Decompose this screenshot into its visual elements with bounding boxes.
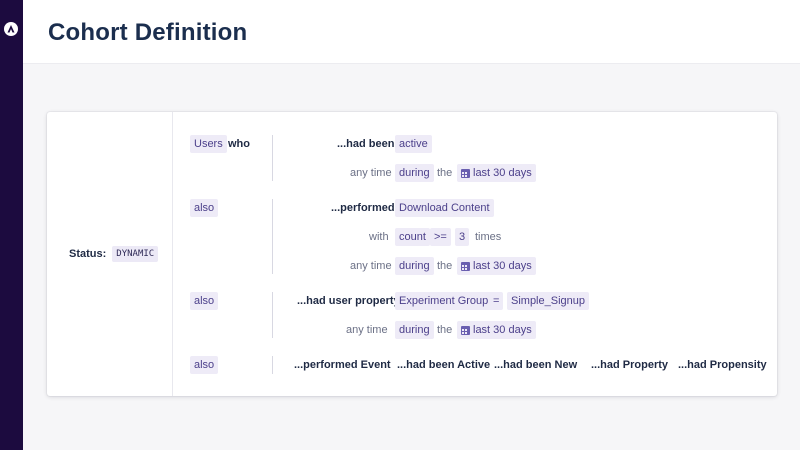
clause2-count-chip[interactable]: 3 bbox=[455, 228, 470, 246]
clause-divider bbox=[272, 135, 273, 181]
clause2-time-prefix: any time bbox=[350, 260, 392, 272]
clause3-time-range-chip[interactable]: last 30 days bbox=[457, 321, 536, 339]
clause1-time-prefix: any time bbox=[350, 167, 392, 179]
clause2-time-op-chip[interactable]: during bbox=[395, 257, 434, 275]
clause-divider bbox=[272, 292, 273, 338]
clause2-connector-chip[interactable]: also bbox=[190, 199, 219, 217]
who-label: who bbox=[228, 138, 250, 150]
clause-divider bbox=[272, 199, 273, 274]
clause2-with: with bbox=[369, 231, 389, 243]
option-had-property[interactable]: ...had Property bbox=[591, 359, 669, 371]
clause1-value-chip[interactable]: active bbox=[395, 135, 432, 153]
clause3-property-chip[interactable]: Experiment Group bbox=[395, 292, 493, 310]
option-performed-event[interactable]: ...performed Event bbox=[294, 359, 391, 371]
clause2-unit: times bbox=[475, 231, 502, 243]
clause1-the: the bbox=[437, 167, 453, 179]
clause1-verb: ...had been bbox=[337, 138, 395, 150]
calendar-icon bbox=[461, 261, 470, 271]
clause2-metric-chip[interactable]: count bbox=[395, 228, 430, 246]
status-label: Status: bbox=[69, 248, 107, 260]
page-header: Cohort Definition bbox=[23, 0, 800, 64]
clause4-connector-chip[interactable]: also bbox=[190, 356, 219, 374]
clause2-the: the bbox=[437, 260, 453, 272]
clause-divider bbox=[272, 356, 273, 374]
calendar-icon bbox=[461, 325, 470, 335]
clause3-connector-chip[interactable]: also bbox=[190, 292, 219, 310]
clause3-verb: ...had user property bbox=[297, 295, 400, 307]
clause2-operator-chip[interactable]: >= bbox=[430, 228, 451, 246]
clause3-time-op-chip[interactable]: during bbox=[395, 321, 434, 339]
clause2-event-chip[interactable]: Download Content bbox=[395, 199, 494, 217]
clause2-time-range-chip[interactable]: last 30 days bbox=[457, 257, 536, 275]
clause3-operator-chip[interactable]: = bbox=[489, 292, 504, 310]
clause1-time-op-chip[interactable]: during bbox=[395, 164, 434, 182]
option-had-been-new[interactable]: ...had been New bbox=[494, 359, 578, 371]
calendar-icon bbox=[461, 168, 470, 178]
clause3-time-prefix: any time bbox=[346, 324, 388, 336]
left-rail bbox=[0, 0, 23, 450]
clause2-verb: ...performed bbox=[331, 202, 395, 214]
page-title: Cohort Definition bbox=[48, 19, 248, 46]
clause2-time-range: last 30 days bbox=[473, 260, 532, 272]
cohort-card: Status: DYNAMIC Users who ...had been ac… bbox=[47, 112, 777, 396]
clause1-time-range-chip[interactable]: last 30 days bbox=[457, 164, 536, 182]
option-had-propensity[interactable]: ...had Propensity bbox=[678, 359, 767, 371]
subject-chip[interactable]: Users bbox=[190, 135, 227, 153]
status-column: Status: DYNAMIC bbox=[47, 112, 173, 396]
app-logo-icon[interactable] bbox=[4, 22, 18, 36]
status-badge: DYNAMIC bbox=[112, 246, 159, 262]
clause3-time-range: last 30 days bbox=[473, 324, 532, 336]
clause1-time-range: last 30 days bbox=[473, 167, 532, 179]
clause3-the: the bbox=[437, 324, 453, 336]
clause3-value-chip[interactable]: Simple_Signup bbox=[507, 292, 589, 310]
option-had-been-active[interactable]: ...had been Active bbox=[397, 359, 491, 371]
